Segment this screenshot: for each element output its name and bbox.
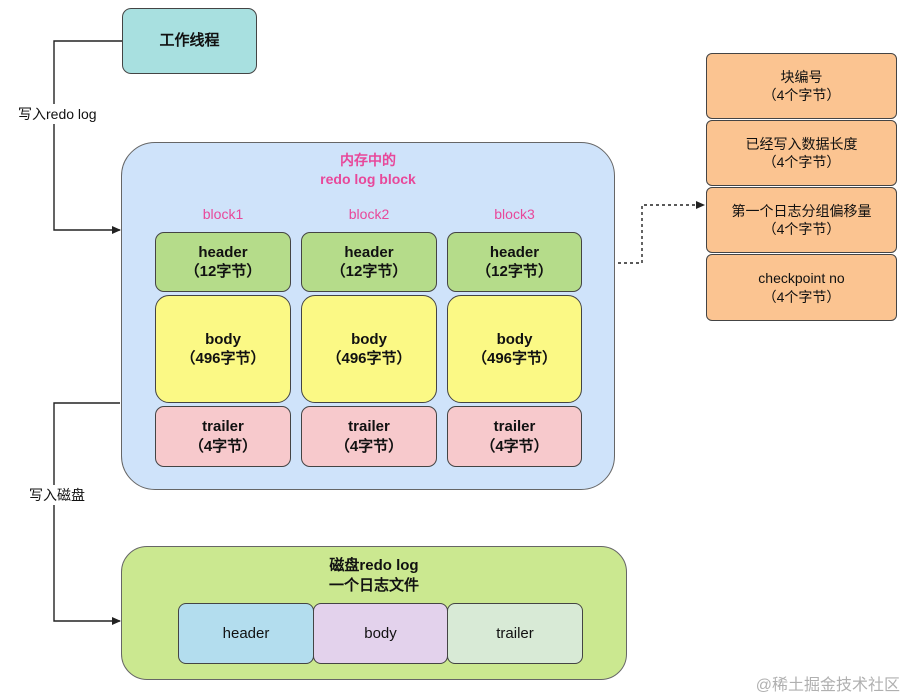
disk-body-part: body	[313, 603, 448, 664]
disk-title-line1: 磁盘redo log	[329, 557, 419, 574]
header-field-size: （4个字节）	[762, 154, 841, 170]
block2-trailer: trailer （4字节）	[301, 406, 437, 467]
block3-body-size: （496字节）	[471, 350, 558, 367]
write-log-label: 写入redo log	[16, 104, 99, 124]
block3-header: header （12字节）	[447, 232, 582, 292]
header-field-data-length: 已经写入数据长度 （4个字节）	[706, 120, 897, 186]
block2-body-size: （496字节）	[326, 350, 412, 367]
disk-header-part: header	[178, 603, 314, 664]
header-field-name: checkpoint no	[758, 270, 845, 287]
memory-title-line1: 内存中的	[340, 152, 396, 168]
write-disk-arrow	[53, 402, 121, 625]
header-field-name: 已经写入数据长度	[745, 135, 858, 152]
block3-header-label: header	[489, 243, 540, 261]
block3-body-label: body	[496, 330, 533, 348]
memory-title-line2: redo log block	[320, 171, 416, 187]
block1-body-size: （496字节）	[180, 350, 266, 367]
block1-body: body （496字节）	[155, 295, 291, 403]
block3-header-size: （12字节）	[476, 263, 553, 280]
disk-header-label: header	[222, 624, 270, 642]
block3-trailer-size: （4字节）	[480, 437, 549, 455]
site-watermark: @稀土掘金技术社区	[755, 677, 900, 694]
disk-body-label: body	[364, 624, 397, 642]
block2-body-label: body	[351, 330, 387, 348]
disk-trailer-part: trailer	[447, 603, 583, 664]
worker-thread-label: 工作线程	[159, 32, 220, 50]
worker-thread-node: 工作线程	[122, 8, 257, 74]
write-log-arrow	[53, 40, 123, 234]
write-disk-label: 写入磁盘	[27, 485, 87, 505]
block2-trailer-size: （4字节）	[334, 437, 404, 455]
header-field-size: （4个字节）	[762, 87, 841, 103]
disk-title-line2: 一个日志文件	[328, 577, 419, 594]
header-field-first-group-offset: 第一个日志分组偏移量 （4个字节）	[706, 187, 897, 253]
header-field-checkpoint-no: checkpoint no （4个字节）	[706, 254, 897, 321]
block1-trailer-label: trailer	[202, 418, 244, 435]
block1-body-label: body	[205, 330, 241, 348]
block3-body: body （496字节）	[447, 295, 582, 403]
block2-header: header （12字节）	[301, 232, 437, 292]
block2-trailer-label: trailer	[348, 418, 390, 435]
block1-header: header （12字节）	[155, 232, 291, 292]
block2-header-label: header	[344, 243, 394, 261]
block-name-2: block2	[348, 206, 390, 222]
header-field-size: （4个字节）	[762, 288, 841, 305]
block-name-1: block1	[202, 206, 244, 222]
header-field-size: （4个字节）	[762, 221, 841, 237]
block2-header-size: （12字节）	[330, 263, 408, 280]
block1-header-label: header	[198, 243, 248, 261]
disk-title: 磁盘redo log 一个日志文件	[121, 556, 627, 596]
block2-body: body （496字节）	[301, 295, 437, 403]
block3-trailer: trailer （4字节）	[447, 406, 582, 467]
header-field-name: 第一个日志分组偏移量	[731, 202, 872, 219]
disk-trailer-label: trailer	[496, 624, 534, 642]
header-field-name: 块编号	[780, 68, 823, 85]
block1-trailer: trailer （4字节）	[155, 406, 291, 467]
memory-title: 内存中的 redo log block	[121, 151, 615, 189]
header-field-block-number: 块编号 （4个字节）	[706, 53, 897, 119]
block1-header-size: （12字节）	[184, 263, 262, 280]
block-name-3: block3	[494, 206, 535, 222]
block1-trailer-size: （4字节）	[188, 437, 258, 455]
block3-trailer-label: trailer	[493, 418, 536, 435]
